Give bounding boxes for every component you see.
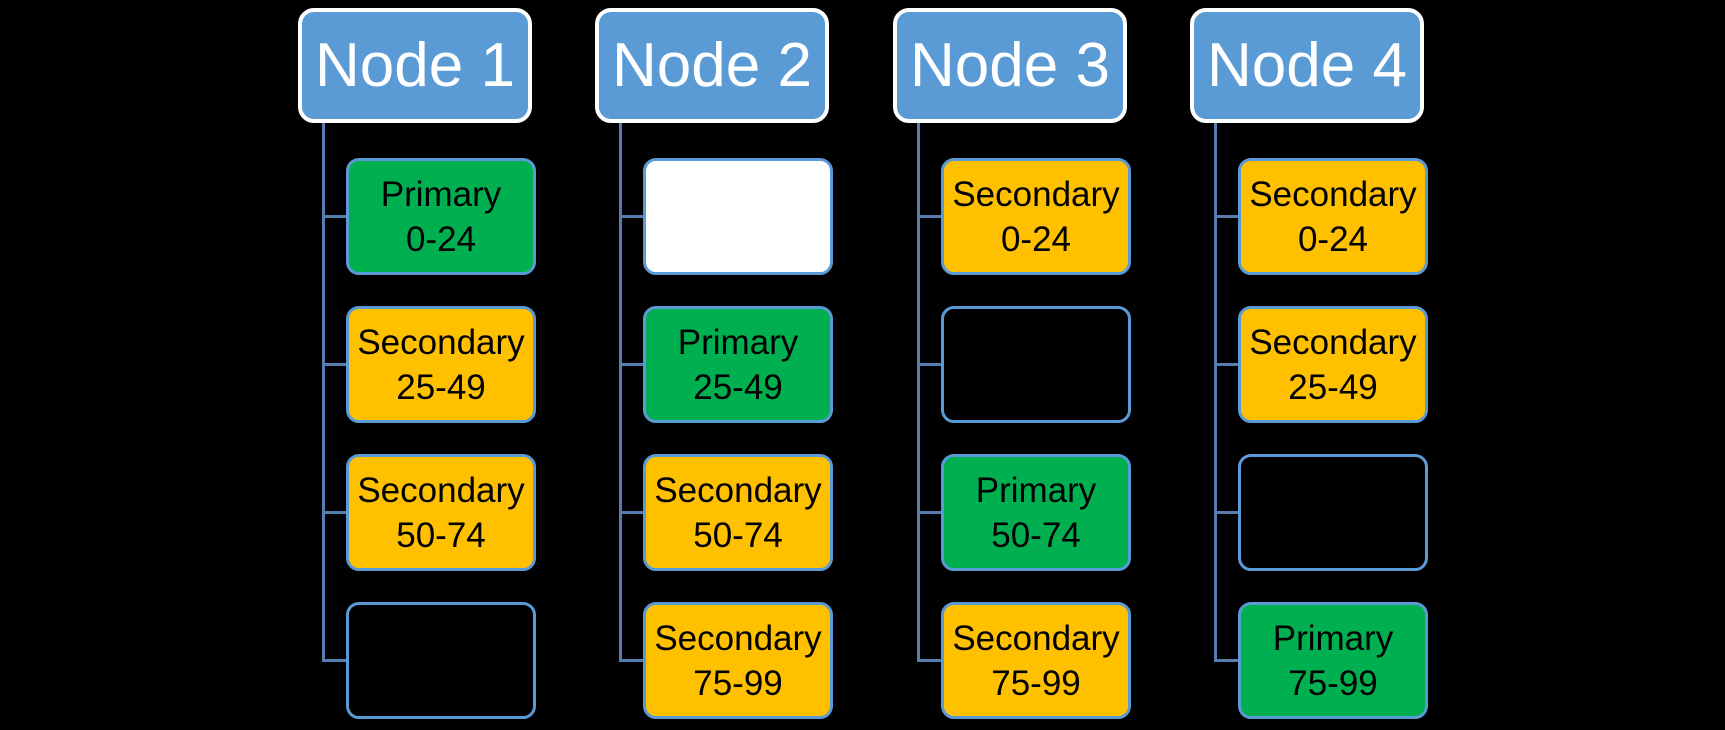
node-3-column: Node 3 Secondary 0-24 Primary 50-74 Seco… (893, 0, 1135, 730)
slot-role-label: Secondary (952, 174, 1120, 214)
node-4-slot-4: Primary 75-99 (1238, 602, 1428, 719)
node-3-connector-branch-1 (917, 215, 944, 218)
node-2-label: Node 2 (612, 30, 812, 100)
node-1-slot-3: Secondary 50-74 (346, 454, 536, 571)
node-4-slot-2: Secondary 25-49 (1238, 306, 1428, 423)
node-2-connector-branch-1 (619, 215, 646, 218)
node-1-label: Node 1 (315, 30, 515, 100)
node-2-connector-branch-3 (619, 511, 646, 514)
node-1-column: Node 1 Primary 0-24 Secondary 25-49 Seco… (298, 0, 540, 730)
node-3-slot-2-empty (941, 306, 1131, 423)
node-2-connector-branch-4 (619, 659, 646, 662)
node-3-header: Node 3 (893, 8, 1127, 123)
node-2-slot-4: Secondary 75-99 (643, 602, 833, 719)
node-4-header: Node 4 (1190, 8, 1424, 123)
node-1-connector-branch-4 (322, 659, 349, 662)
slot-role-label: Primary (975, 470, 1097, 510)
slot-role-label: Secondary (654, 618, 822, 658)
node-2-connector-trunk (619, 123, 622, 662)
node-2-column: Node 2 Primary 25-49 Secondary 50-74 Sec… (595, 0, 837, 730)
node-1-connector-branch-2 (322, 363, 349, 366)
slot-range-label: 0-24 (405, 219, 477, 259)
slot-role-label: Secondary (1249, 322, 1417, 362)
node-4-connector-branch-4 (1214, 659, 1241, 662)
slot-range-label: 75-99 (693, 663, 783, 703)
slot-role-label: Secondary (357, 470, 525, 510)
node-3-slot-1: Secondary 0-24 (941, 158, 1131, 275)
node-3-connector-branch-3 (917, 511, 944, 514)
node-1-slot-4-empty (346, 602, 536, 719)
node-2-connector-branch-2 (619, 363, 646, 366)
node-4-slot-3-empty (1238, 454, 1428, 571)
slot-range-label: 25-49 (693, 367, 783, 407)
node-3-connector-branch-2 (917, 363, 944, 366)
slot-range-label: 25-49 (396, 367, 486, 407)
node-3-label: Node 3 (910, 30, 1110, 100)
slot-range-label: 50-74 (991, 515, 1081, 555)
slot-role-label: Primary (677, 322, 799, 362)
node-4-connector-branch-1 (1214, 215, 1241, 218)
node-3-connector-trunk (917, 123, 920, 662)
node-4-label: Node 4 (1207, 30, 1407, 100)
node-2-slot-3: Secondary 50-74 (643, 454, 833, 571)
slot-range-label: 75-99 (1288, 663, 1378, 703)
slot-role-label: Primary (1272, 618, 1394, 658)
node-2-slot-1-empty (643, 158, 833, 275)
node-1-connector-trunk (322, 123, 325, 662)
node-1-slot-1: Primary 0-24 (346, 158, 536, 275)
node-4-connector-branch-3 (1214, 511, 1241, 514)
node-1-header: Node 1 (298, 8, 532, 123)
node-4-connector-trunk (1214, 123, 1217, 662)
slot-role-label: Secondary (654, 470, 822, 510)
slot-range-label: 75-99 (991, 663, 1081, 703)
slot-range-label: 25-49 (1288, 367, 1378, 407)
node-3-slot-3: Primary 50-74 (941, 454, 1131, 571)
slot-role-label: Primary (380, 174, 502, 214)
node-2-slot-2: Primary 25-49 (643, 306, 833, 423)
slot-range-label: 0-24 (1297, 219, 1369, 259)
slot-range-label: 50-74 (693, 515, 783, 555)
slot-role-label: Secondary (952, 618, 1120, 658)
node-1-connector-branch-1 (322, 215, 349, 218)
node-1-slot-2: Secondary 25-49 (346, 306, 536, 423)
slot-range-label: 0-24 (1000, 219, 1072, 259)
node-4-slot-1: Secondary 0-24 (1238, 158, 1428, 275)
node-3-connector-branch-4 (917, 659, 944, 662)
slot-role-label: Secondary (1249, 174, 1417, 214)
node-1-connector-branch-3 (322, 511, 349, 514)
node-2-header: Node 2 (595, 8, 829, 123)
slot-role-label: Secondary (357, 322, 525, 362)
node-4-connector-branch-2 (1214, 363, 1241, 366)
node-3-slot-4: Secondary 75-99 (941, 602, 1131, 719)
slot-range-label: 50-74 (396, 515, 486, 555)
node-4-column: Node 4 Secondary 0-24 Secondary 25-49 Pr… (1190, 0, 1432, 730)
